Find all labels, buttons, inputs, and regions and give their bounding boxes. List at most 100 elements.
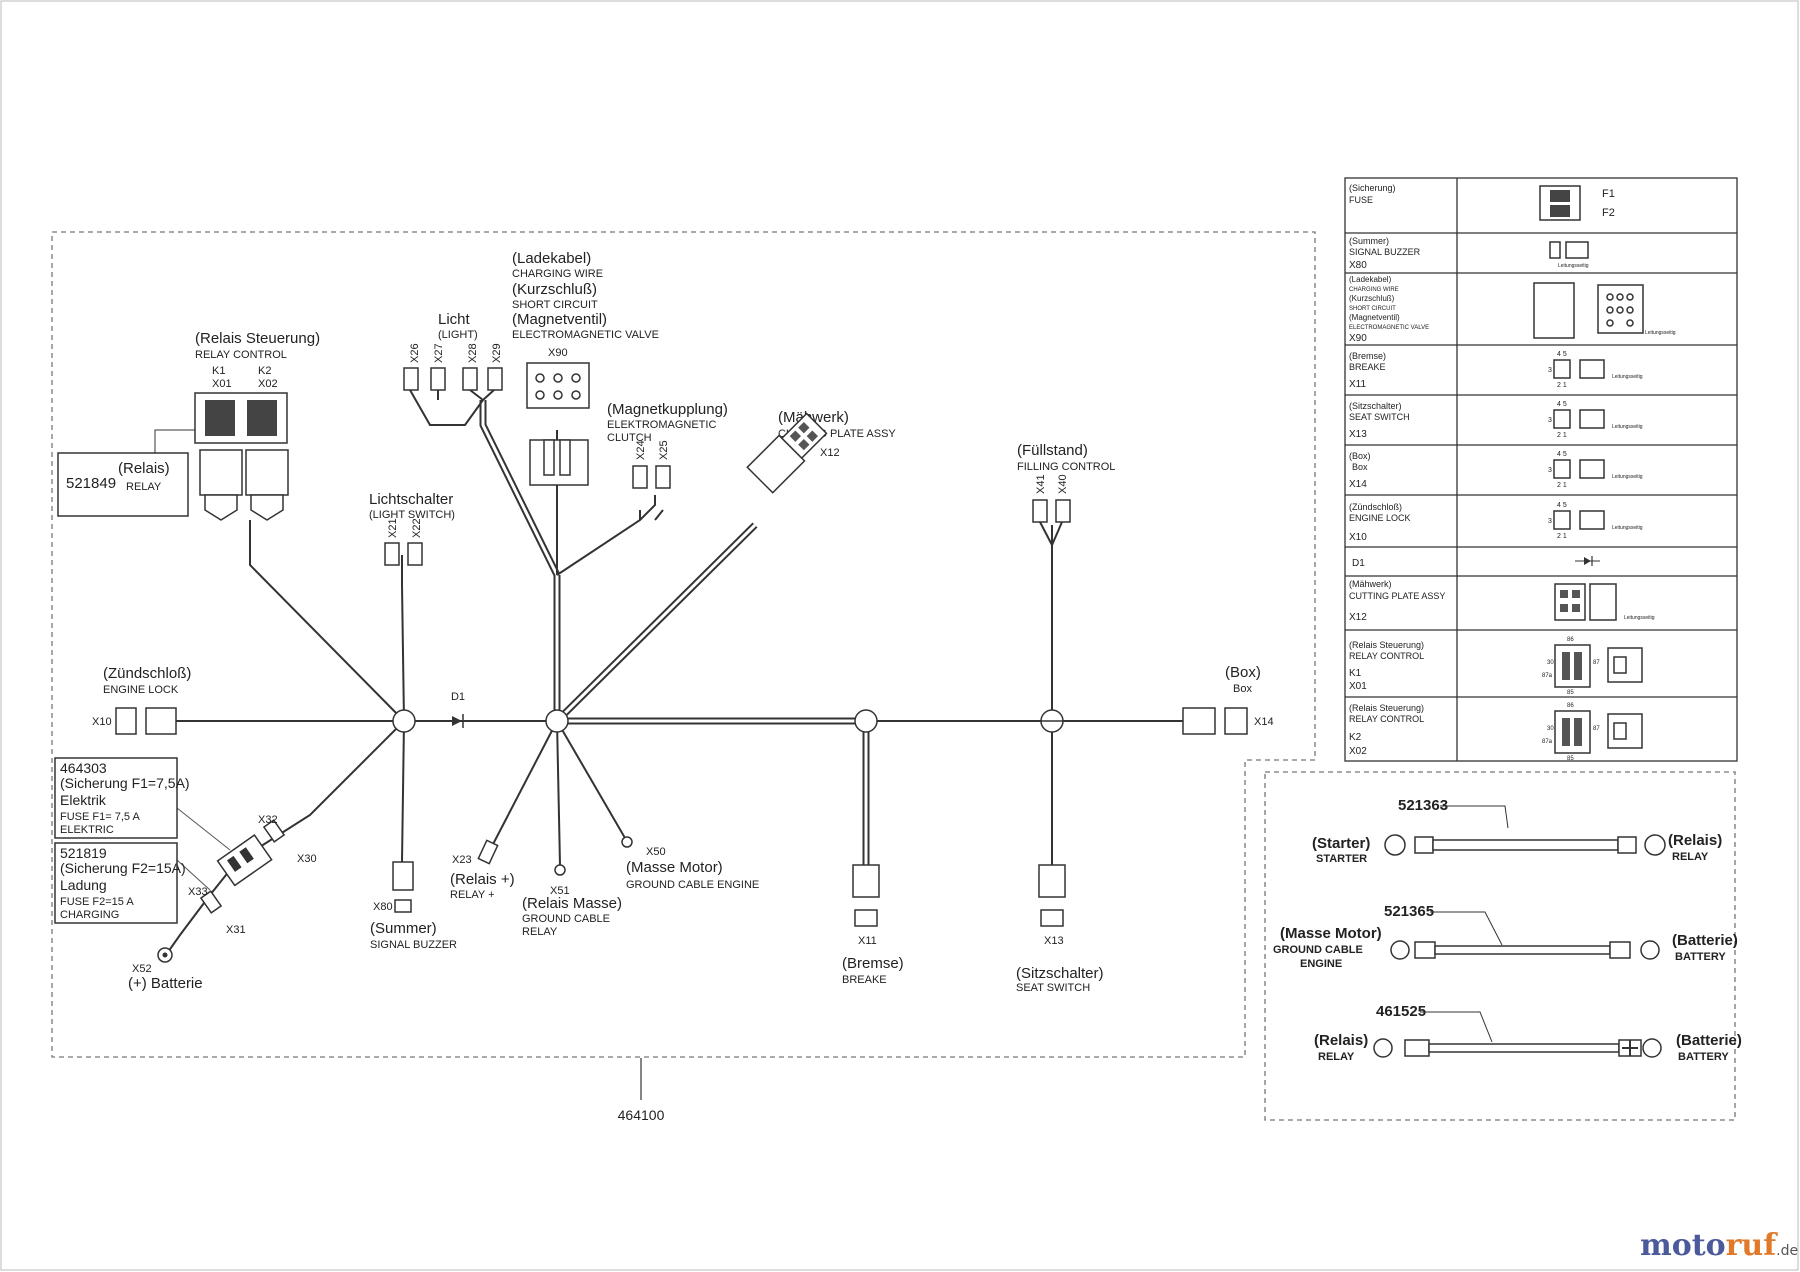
- svg-text:(Magnetventil): (Magnetventil): [512, 311, 607, 328]
- svg-text:ENGINE LOCK: ENGINE LOCK: [1349, 513, 1411, 523]
- svg-text:K2: K2: [258, 365, 271, 377]
- svg-text:Leitungsseitig: Leitungsseitig: [1624, 615, 1655, 621]
- svg-text:2 1: 2 1: [1557, 533, 1567, 540]
- svg-text:FUSE F1= 7,5 A: FUSE F1= 7,5 A: [60, 811, 140, 823]
- svg-text:RELAY: RELAY: [522, 926, 558, 938]
- svg-text:SHORT CIRCUIT: SHORT CIRCUIT: [1349, 306, 1396, 312]
- svg-text:BREAKE: BREAKE: [842, 974, 887, 986]
- svg-text:X25: X25: [658, 440, 670, 460]
- svg-text:85: 85: [1567, 690, 1574, 696]
- relay-ground-connector: X51 (Relais Masse) GROUND CABLE RELAY: [522, 864, 622, 938]
- svg-text:X10: X10: [92, 716, 112, 728]
- svg-text:3: 3: [1548, 417, 1552, 424]
- svg-text:K1: K1: [212, 365, 225, 377]
- svg-text:X01: X01: [212, 378, 232, 390]
- charging-connector: (Ladekabel) CHARGING WIRE (Kurzschluß) S…: [512, 250, 659, 486]
- svg-text:Licht: Licht: [438, 311, 471, 328]
- relay-plus-connector: X23 (Relais +) RELAY +: [450, 839, 515, 901]
- cable-461525: 461525 (Relais) RELAY (Batterie) BATTERY: [1314, 1003, 1742, 1063]
- relay-part-box: 521849 (Relais) RELAY: [57, 452, 189, 517]
- relay-control: (Relais Steuerung) RELAY CONTROL K1 X01 …: [194, 330, 320, 521]
- svg-text:X13: X13: [1349, 429, 1367, 440]
- svg-text:87a: 87a: [1542, 739, 1553, 745]
- svg-text:STARTER: STARTER: [1316, 853, 1367, 865]
- svg-text:Leitungsseitig: Leitungsseitig: [1612, 474, 1643, 480]
- svg-text:X28: X28: [467, 343, 479, 363]
- harness-nodes: [392, 709, 1064, 733]
- svg-text:Ladung: Ladung: [60, 877, 107, 893]
- svg-text:4 5: 4 5: [1557, 451, 1567, 458]
- svg-text:3: 3: [1548, 467, 1552, 474]
- brake-connector: X11 (Bremse) BREAKE: [842, 864, 904, 986]
- svg-text:(Masse Motor): (Masse Motor): [1280, 925, 1382, 942]
- svg-text:(Relais): (Relais): [118, 460, 170, 477]
- svg-text:SEAT SWITCH: SEAT SWITCH: [1016, 982, 1090, 994]
- svg-text:(Batterie): (Batterie): [1676, 1032, 1742, 1049]
- svg-text:(Relais Masse): (Relais Masse): [522, 895, 622, 912]
- svg-text:30: 30: [1547, 726, 1554, 732]
- svg-text:(LIGHT SWITCH): (LIGHT SWITCH): [369, 509, 455, 521]
- fuse1-box: 464303 (Sicherung F1=7,5A) Elektrik FUSE…: [54, 757, 190, 839]
- svg-text:K2: K2: [1349, 732, 1362, 743]
- svg-text:87: 87: [1593, 660, 1600, 666]
- svg-text:X33: X33: [188, 886, 208, 898]
- svg-text:BATTERY: BATTERY: [1675, 951, 1726, 963]
- svg-text:(Sicherung F2=15A): (Sicherung F2=15A): [60, 860, 186, 876]
- svg-text:Box: Box: [1233, 683, 1252, 695]
- svg-text:CHARGING: CHARGING: [60, 909, 119, 921]
- svg-text:SHORT CIRCUIT: SHORT CIRCUIT: [512, 299, 598, 311]
- svg-text:(Relais Steuerung): (Relais Steuerung): [1349, 640, 1424, 650]
- svg-text:(LIGHT): (LIGHT): [438, 329, 478, 341]
- filling-control-connector: (Füllstand) FILLING CONTROL X41 X40: [1017, 442, 1115, 523]
- svg-text:X11: X11: [858, 935, 877, 947]
- svg-text:X10: X10: [1349, 532, 1367, 543]
- svg-text:521849: 521849: [66, 475, 116, 492]
- svg-text:(Mähwerk): (Mähwerk): [1349, 579, 1392, 589]
- svg-text:3: 3: [1548, 518, 1552, 525]
- svg-text:D1: D1: [451, 691, 465, 703]
- svg-text:X31: X31: [226, 924, 246, 936]
- svg-text:(Starter): (Starter): [1312, 835, 1370, 852]
- svg-text:X14: X14: [1349, 479, 1367, 490]
- svg-text:(Relais Steuerung): (Relais Steuerung): [1349, 703, 1424, 713]
- diode-d1: D1: [451, 691, 465, 728]
- svg-text:521365: 521365: [1384, 903, 1434, 920]
- cable-521365: 521365 (Masse Motor) GROUND CABLE ENGINE…: [1273, 903, 1738, 970]
- svg-text:Leitungsseitig: Leitungsseitig: [1612, 374, 1643, 380]
- svg-text:87: 87: [1593, 726, 1600, 732]
- svg-text:(Sicherung F1=7,5A): (Sicherung F1=7,5A): [60, 775, 190, 791]
- svg-text:(Summer): (Summer): [1349, 236, 1389, 246]
- svg-text:(Kurzschluß): (Kurzschluß): [1349, 294, 1395, 303]
- svg-text:(Zündschloß): (Zündschloß): [103, 665, 191, 682]
- svg-text:SIGNAL BUZZER: SIGNAL BUZZER: [370, 939, 457, 951]
- legend-x13: (Sitzschalter) SEAT SWITCH X13 4 5 3 2 1…: [1349, 401, 1643, 440]
- svg-text:(Relais Steuerung): (Relais Steuerung): [195, 330, 320, 347]
- svg-text:X23: X23: [452, 854, 472, 866]
- svg-text:(Kurzschluß): (Kurzschluß): [512, 281, 597, 298]
- svg-text:BATTERY: BATTERY: [1678, 1051, 1729, 1063]
- cables-boundary: [1264, 771, 1736, 1121]
- svg-text:2 1: 2 1: [1557, 482, 1567, 489]
- svg-text:86: 86: [1567, 703, 1574, 709]
- svg-text:87a: 87a: [1542, 673, 1553, 679]
- svg-text:461525: 461525: [1376, 1003, 1426, 1020]
- svg-text:X30: X30: [297, 853, 317, 865]
- legend-x14: (Box) Box X14 4 5 3 2 1 Leitungsseitig: [1349, 451, 1643, 490]
- svg-text:ELEKTROMAGNETIC: ELEKTROMAGNETIC: [607, 419, 716, 431]
- svg-text:464303: 464303: [60, 760, 107, 776]
- svg-text:Leitungsseitig: Leitungsseitig: [1645, 330, 1676, 336]
- svg-text:(Sitzschalter): (Sitzschalter): [1349, 401, 1402, 411]
- svg-text:3: 3: [1548, 367, 1552, 374]
- light-switch-connector: Lichtschalter (LIGHT SWITCH) X21 X22: [369, 491, 455, 566]
- svg-text:RELAY +: RELAY +: [450, 889, 495, 901]
- svg-text:CLUTCH: CLUTCH: [607, 432, 652, 444]
- watermark-logo: motoruf.de: [1640, 1228, 1798, 1263]
- svg-text:X80: X80: [373, 901, 393, 913]
- svg-text:Box: Box: [1352, 462, 1368, 472]
- battery-terminal: X52 (+) Batterie: [128, 947, 203, 992]
- ground-motor-connector: X50 (Masse Motor) GROUND CABLE ENGINE: [621, 836, 759, 891]
- svg-text:K1: K1: [1349, 668, 1362, 679]
- svg-text:(Box): (Box): [1349, 451, 1371, 461]
